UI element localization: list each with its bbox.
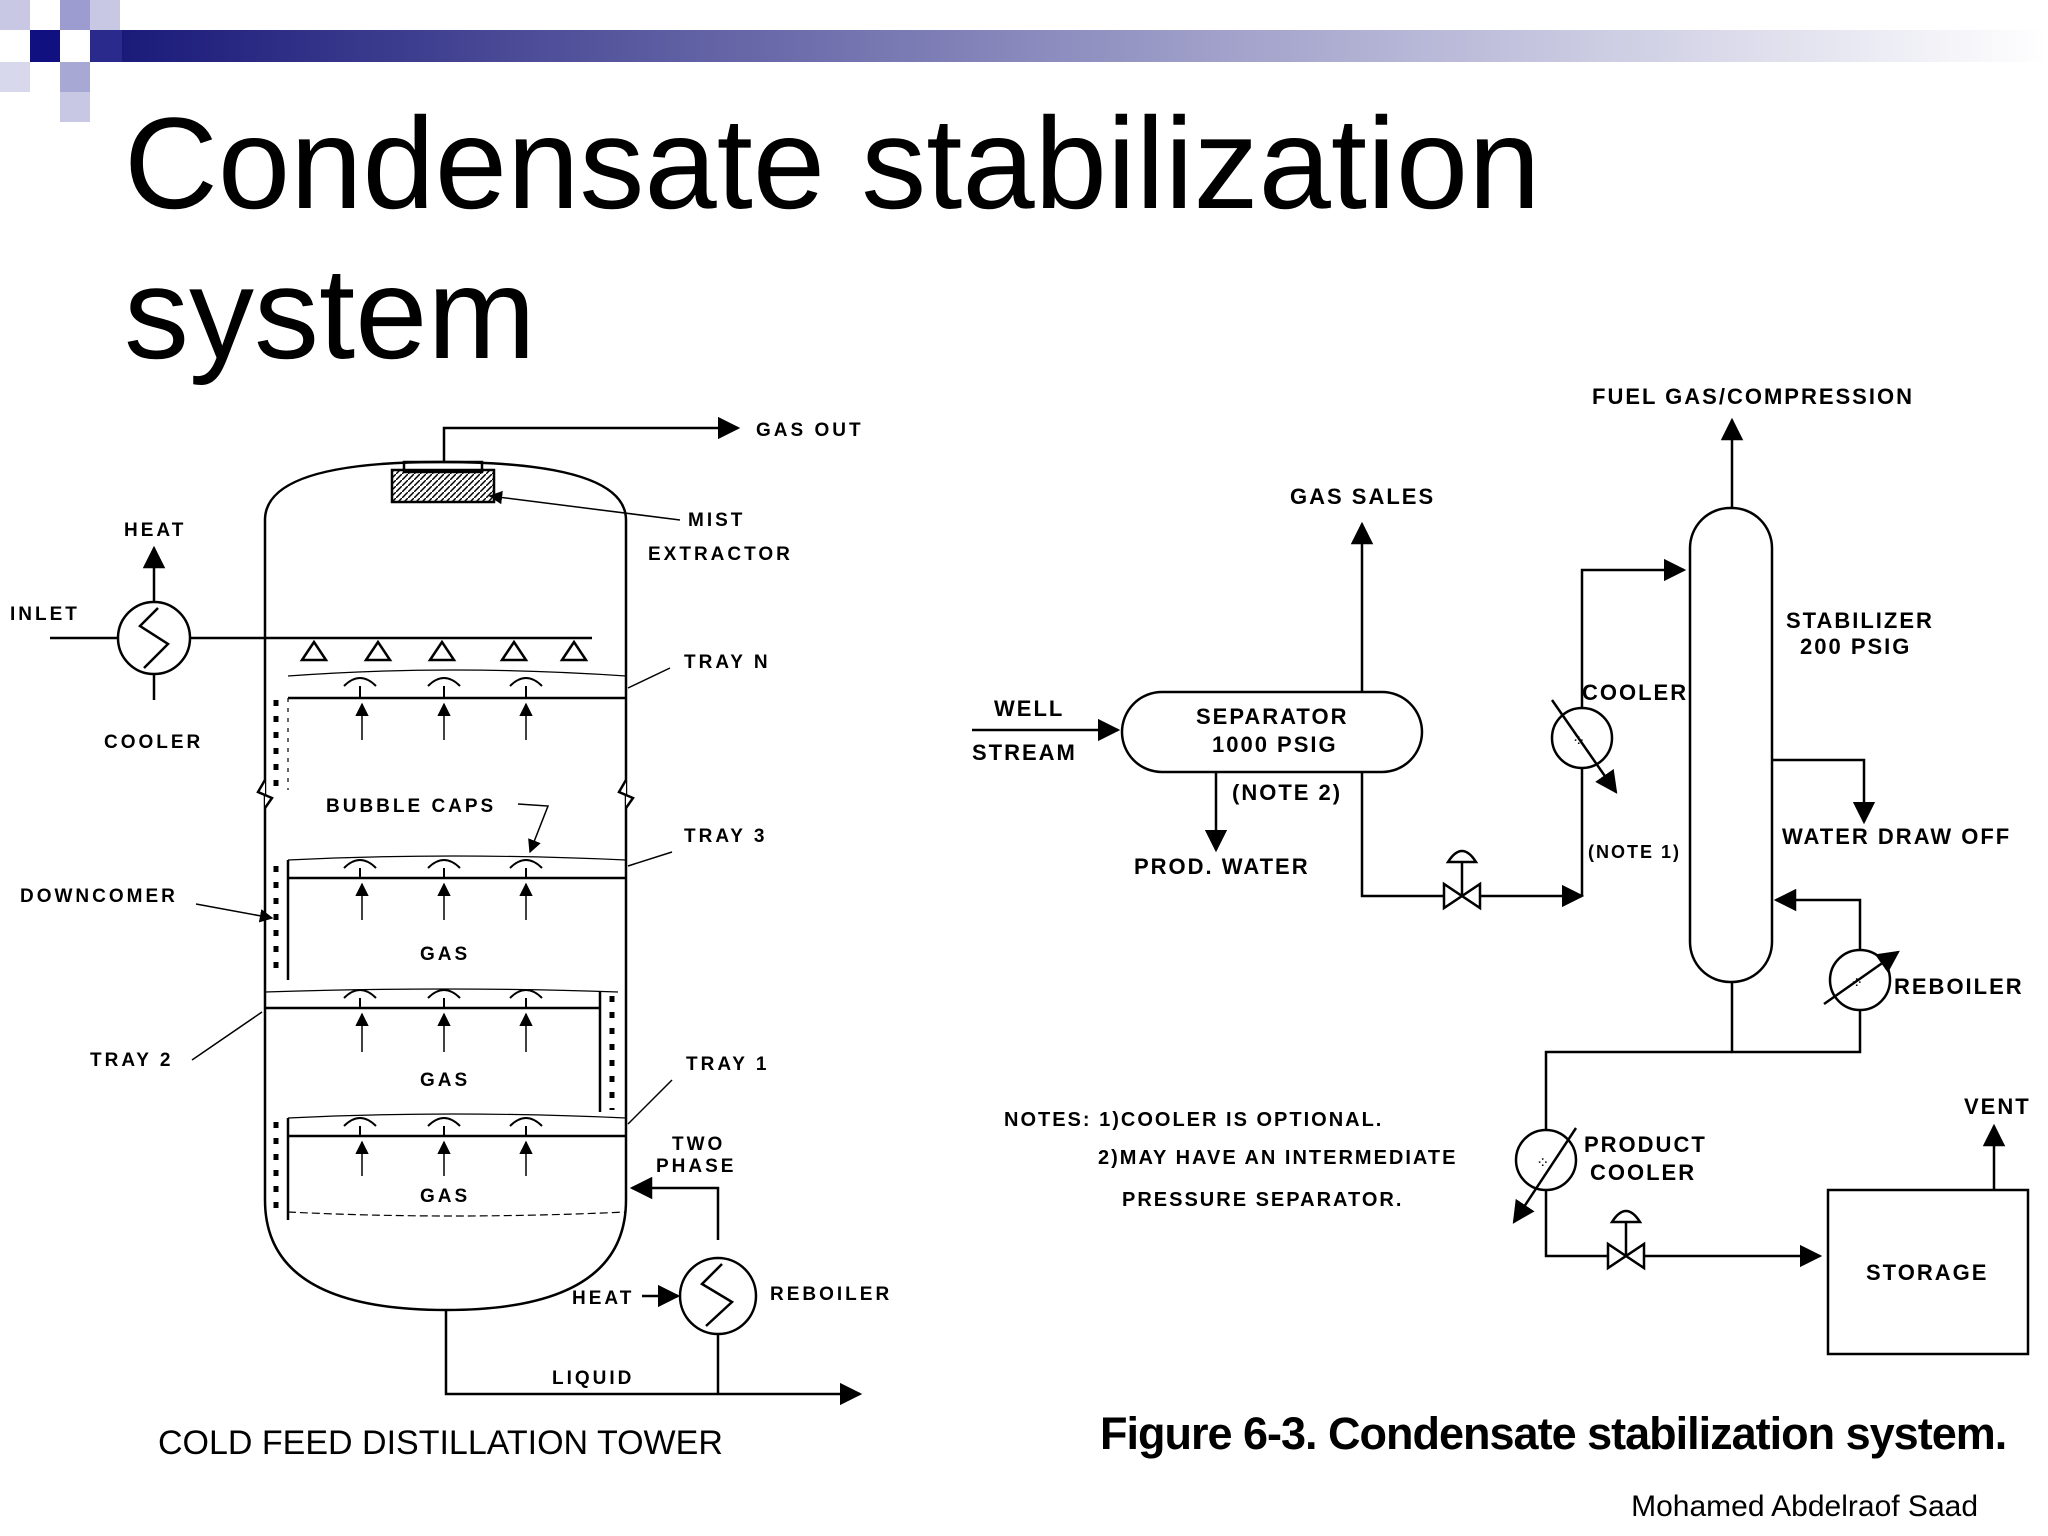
deco-square [60, 30, 90, 62]
gas-out-line [442, 416, 741, 462]
product-control-valve [1606, 1209, 1646, 1271]
author-credit: Mohamed Abdelraof Saad [1631, 1490, 1978, 1523]
svg-text:⁘: ⁘ [1850, 975, 1863, 992]
slide-title-line2: system [124, 240, 536, 386]
label-extractor: EXTRACTOR [648, 544, 793, 565]
separator-vessel [1120, 690, 1424, 774]
left-diagram-caption: COLD FEED DISTILLATION TOWER [158, 1424, 723, 1462]
deco-square [60, 92, 90, 122]
deco-square [60, 0, 90, 30]
mist-pointer [488, 490, 681, 521]
product-cooler [1514, 1128, 1578, 1192]
condensate-stabilization-flow-diagram: ⁘ ⁘ ⁘ FUEL GAS/COMPRESSION GAS SALES WEL… [972, 384, 2031, 1356]
deco-square [90, 30, 122, 62]
label-fuel-gas: FUEL GAS/COMPRESSION [1592, 384, 1914, 409]
label-reboiler: REBOILER [1894, 974, 2024, 999]
label-water-draw-off: WATER DRAW OFF [1782, 824, 2011, 849]
label-tray-3: TRAY 3 [684, 826, 767, 847]
deco-square [0, 62, 30, 92]
stabilizer-column [1688, 506, 1774, 984]
tray-3-pointer [627, 851, 673, 867]
label-storage: STORAGE [1866, 1260, 1988, 1285]
label-well: WELL [994, 696, 1064, 721]
label-downcomer: DOWNCOMER [20, 886, 178, 907]
label-cooler: COOLER [1582, 680, 1688, 705]
label-vent: VENT [1964, 1094, 2031, 1119]
label-tray-1: TRAY 1 [686, 1054, 769, 1075]
bubble-caps-pointer [517, 803, 550, 854]
label-product-cooler: COOLER [1590, 1160, 1696, 1185]
label-notes-1: NOTES: 1)COOLER IS OPTIONAL. [1004, 1109, 1383, 1131]
spray-nozzles [299, 639, 589, 662]
storage-tank [1826, 1188, 2030, 1356]
deco-square [30, 0, 60, 30]
control-valve [1442, 849, 1482, 911]
mist-extractor [390, 468, 496, 504]
two-phase-return [629, 1176, 720, 1240]
label-notes-2: 2)MAY HAVE AN INTERMEDIATE [1098, 1147, 1457, 1169]
label-tray-2: TRAY 2 [90, 1050, 173, 1071]
deco-square [60, 62, 90, 92]
label-bubble-caps: BUBBLE CAPS [326, 796, 496, 817]
deco-square [90, 0, 120, 30]
label-note2: (NOTE 2) [1232, 780, 1342, 805]
svg-text:⁘: ⁘ [1536, 1155, 1549, 1172]
label-inlet: INLET [10, 604, 80, 625]
deco-square [90, 62, 120, 92]
label-heat-top: HEAT [124, 520, 186, 541]
label-phase: PHASE [656, 1156, 736, 1177]
label-gas-sales: GAS SALES [1290, 484, 1435, 509]
svg-text:⁘: ⁘ [1572, 733, 1585, 750]
label-two: TWO [672, 1134, 725, 1155]
water-draw-off-line [1772, 758, 1876, 825]
tower-shell [263, 460, 628, 1312]
figure-caption: Figure 6-3. Condensate stabilization sys… [1100, 1408, 2007, 1459]
reboiler-loop [1730, 888, 1862, 1054]
label-prod-water: PROD. WATER [1134, 854, 1310, 879]
deco-square [30, 30, 60, 62]
label-separator-psig: 1000 PSIG [1212, 732, 1338, 757]
label-gas-2: GAS [420, 1070, 470, 1091]
label-separator: SEPARATOR [1196, 704, 1348, 729]
label-notes-3: PRESSURE SEPARATOR. [1122, 1189, 1403, 1211]
separator-liquid-line [1360, 772, 1585, 908]
downcomer-pointer [195, 903, 274, 923]
deco-square [30, 62, 60, 92]
label-note1: (NOTE 1) [1588, 842, 1681, 862]
tray-2-pointer [191, 1011, 263, 1061]
label-mist: MIST [688, 510, 745, 531]
label-heat-bottom: HEAT [572, 1288, 634, 1309]
label-reboiler: REBOILER [770, 1284, 892, 1305]
label-cooler: COOLER [104, 732, 203, 753]
slide-title-line1: Condensate stabilization [124, 90, 1541, 236]
label-stabilizer: STABILIZER [1786, 608, 1934, 633]
header-decoration [0, 0, 2048, 122]
tray-n-pointer [627, 667, 671, 689]
label-stabilizer-psig: 200 PSIG [1800, 634, 1911, 659]
label-stream: STREAM [972, 740, 1077, 765]
header-gradient-bar [120, 30, 2048, 62]
label-product: PRODUCT [1584, 1132, 1707, 1157]
tray-1-pointer [627, 1079, 673, 1125]
label-liquid: LIQUID [552, 1368, 634, 1389]
liquid-level [287, 1211, 627, 1217]
label-tray-n: TRAY N [684, 652, 771, 673]
slide-title: Condensate stabilization system [124, 88, 1540, 388]
label-gas-out: GAS OUT [756, 420, 864, 441]
label-gas-1: GAS [420, 944, 470, 965]
deco-square [0, 0, 30, 30]
gas-arrows [355, 702, 533, 740]
label-gas-3: GAS [420, 1186, 470, 1207]
cold-feed-distillation-tower-diagram: GAS OUT MIST EXTRACTOR HEAT INLET COOLER… [10, 416, 892, 1406]
liquid-out-line [444, 1310, 863, 1406]
